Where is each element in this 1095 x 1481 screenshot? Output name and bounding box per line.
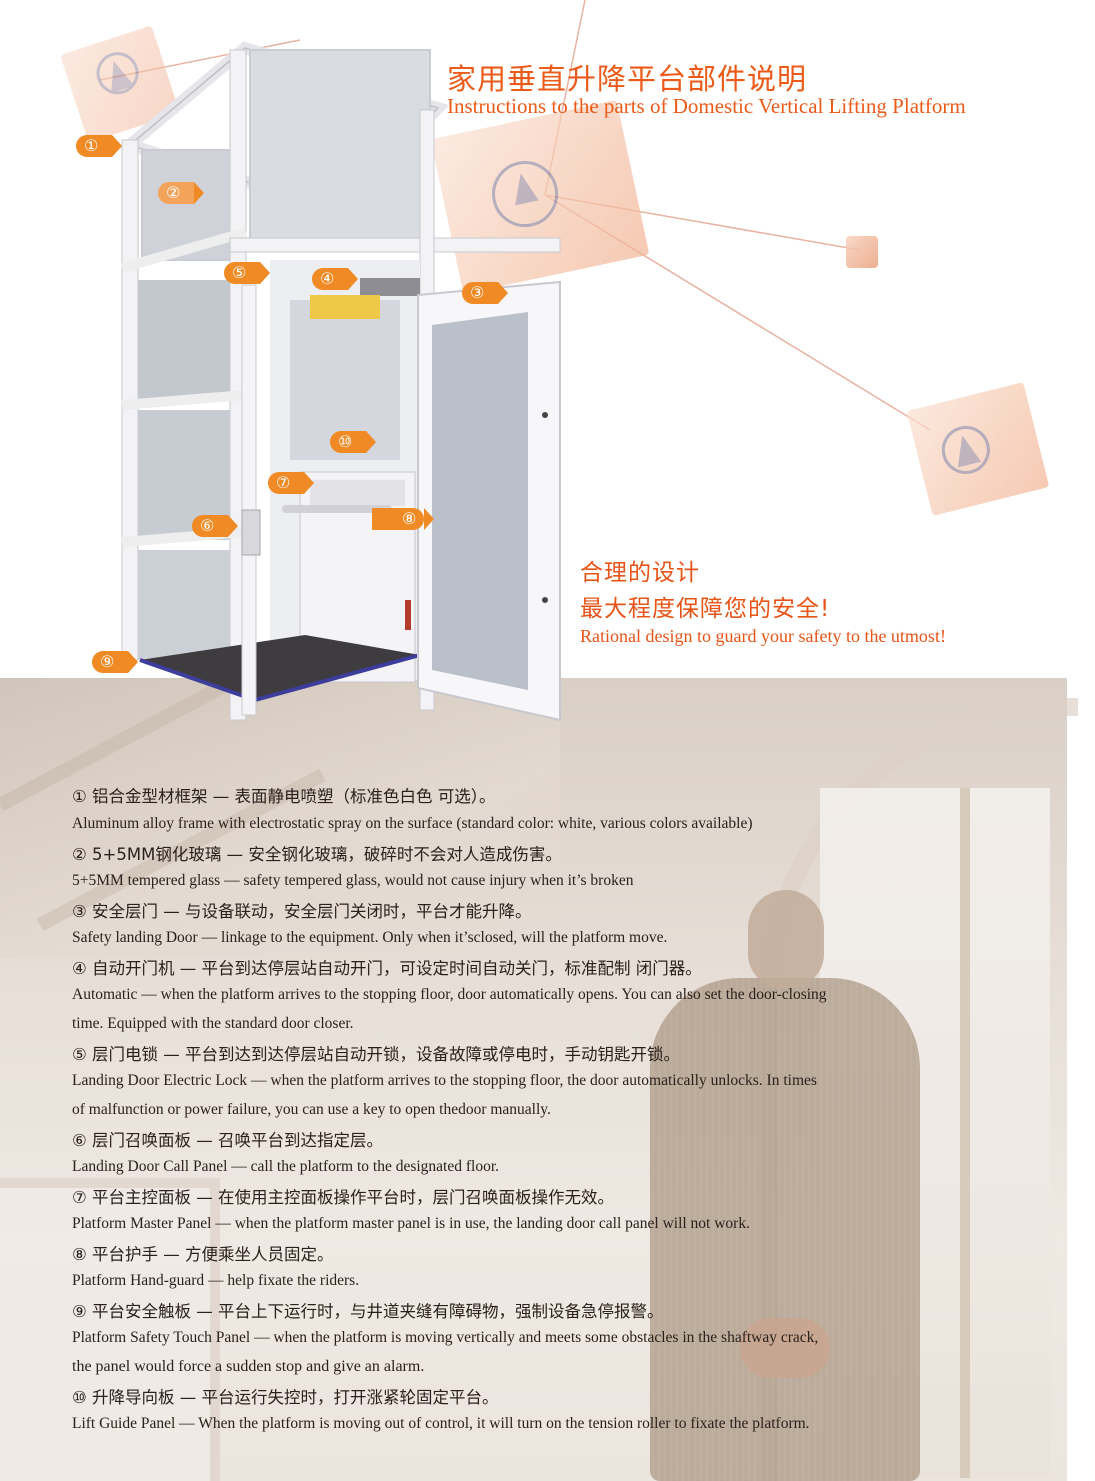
part-1-cn: ① 铝合金型材框架 — 表面静电喷塑（标准色白色 可选）。 [72, 787, 496, 806]
lift-platform-illustration [117, 41, 561, 722]
callout-9-tag: ⑨ [92, 651, 139, 673]
page-title-cn: 家用垂直升降平台部件说明 [447, 62, 808, 96]
callout-4-tag: ④ [312, 268, 359, 290]
part-10-cn: ⑩ 升降导向板 — 平台运行失控时，打开涨紧轮固定平台。 [72, 1388, 499, 1407]
part-3-cn: ③ 安全层门 — 与设备联动，安全层门关闭时，平台才能升降。 [72, 902, 532, 921]
part-4-cn: ④ 自动开门机 — 平台到达停层站自动开门，可设定时间自动关门，标准配制 闭门器… [72, 959, 702, 978]
callout-8-tag: ⑧ [372, 508, 435, 530]
slogan-line-2: 最大程度保障您的安全! [580, 596, 831, 622]
part-9-en-line1: Platform Safety Touch Panel — when the p… [72, 1329, 819, 1346]
part-4-en-line1: Automatic — when the platform arrives to… [72, 986, 827, 1003]
callout-2-tag: ② [158, 182, 205, 204]
part-5-en-line1: Landing Door Electric Lock — when the pl… [72, 1072, 817, 1089]
callout-7-tag: ⑦ [268, 472, 315, 494]
part-1-en: Aluminum alloy frame with electrostatic … [72, 815, 753, 832]
part-8-cn: ⑧ 平台护手 — 方便乘坐人员固定。 [72, 1245, 334, 1264]
callout-1-tag: ① [76, 135, 123, 157]
part-5-en-line2: of malfunction or power failure, you can… [72, 1101, 551, 1118]
man-figure-body [650, 978, 920, 1481]
callout-10-tag: ⑩ [330, 431, 377, 453]
man-figure-head [748, 890, 824, 988]
part-5-cn: ⑤ 层门电锁 — 平台到达到达停层站自动开锁，设备故障或停电时，手动钥匙开锁。 [72, 1045, 681, 1064]
part-6-en: Landing Door Call Panel — call the platf… [72, 1158, 500, 1175]
part-6-cn: ⑥ 层门召唤面板 — 召唤平台到达指定层。 [72, 1131, 384, 1150]
part-2-en: 5+5MM tempered glass — safety tempered g… [72, 872, 634, 889]
part-8-en: Platform Hand-guard — help fixate the ri… [72, 1272, 360, 1289]
slogan-english: Rational design to guard your safety to … [580, 626, 946, 646]
callout-5-tag: ⑤ [224, 262, 271, 284]
part-10-en: Lift Guide Panel — When the platform is … [72, 1415, 810, 1432]
background-photo [0, 657, 1078, 1481]
part-7-cn: ⑦ 平台主控面板 — 在使用主控面板操作平台时，层门召唤面板操作无效。 [72, 1188, 615, 1207]
part-7-en: Platform Master Panel — when the platfor… [72, 1215, 750, 1232]
part-3-en: Safety landing Door — linkage to the equ… [72, 929, 668, 946]
lower-window [0, 1178, 220, 1481]
part-4-en-line2: time. Equipped with the standard door cl… [72, 1015, 354, 1032]
part-9-cn: ⑨ 平台安全触板 — 平台上下运行时，与井道夹缝有障碍物，强制设备急停报警。 [72, 1302, 664, 1321]
callout-6-tag: ⑥ [192, 515, 239, 537]
staircase-shape [0, 678, 560, 958]
man-figure-hands [740, 1318, 830, 1378]
window-mullion [960, 788, 970, 1478]
panjie-logo-icon [936, 420, 995, 480]
cube-tiny [846, 236, 878, 268]
page-title-en: Instructions to the parts of Domestic Ve… [447, 94, 966, 118]
part-2-cn: ② 5+5MM钢化玻璃 — 安全钢化玻璃，破碎时不会对人造成伤害。 [72, 845, 562, 864]
part-9-en-line2: the panel would force a sudden stop and … [72, 1358, 425, 1375]
slogan-line-1: 合理的设计 [580, 560, 700, 586]
callout-3-tag: ③ [462, 282, 509, 304]
